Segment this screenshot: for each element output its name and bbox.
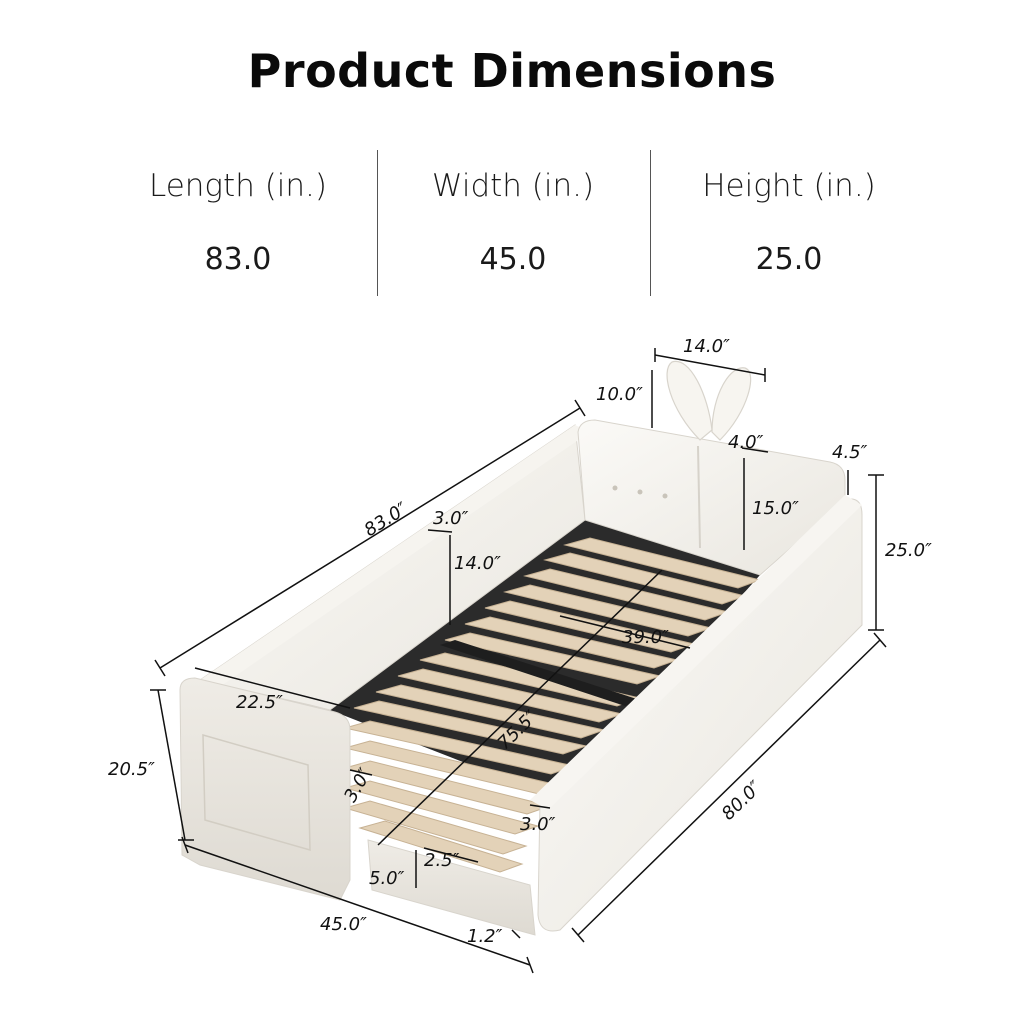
dim-arm-thickness: 4.5″ [832,442,868,463]
spec-height-value: 25.0 [755,242,823,277]
dim-leg-height: 5.0″ [369,868,405,889]
storage-pocket [202,733,311,852]
dim-ears-height: 10.0″ [596,384,643,405]
dim-overall-length: 83.0″ [361,498,412,541]
slats [343,537,762,873]
spec-height-label: Height (in.) [702,168,876,204]
dim-headboard-height: 15.0″ [752,498,799,519]
spec-divider [377,150,378,296]
dim-inner-length: 80.0″ [718,777,766,825]
dim-side-thickness: 3.0″ [433,508,469,529]
dim-side-panel-thickness: 3.0″ [520,814,556,835]
dim-front-arm-depth: 22.5″ [236,692,283,713]
dim-front-height: 20.5″ [108,759,155,780]
front-side-top [530,495,862,810]
front-base [367,839,536,936]
dim-overall-width: 45.0″ [320,914,367,935]
dim-slat-width: 39.0″ [622,627,669,648]
spec-width: Width (in.) 45.0 [378,168,648,277]
spec-length: Length (in.) 83.0 [103,168,373,277]
spec-width-label: Width (in.) [431,168,595,204]
dim-headboard-gap: 4.0″ [728,432,764,453]
spec-height: Height (in.) 25.0 [654,168,924,277]
spec-divider [650,150,651,296]
dim-rail-height: 14.0″ [454,553,501,574]
page-title: Product Dimensions [247,44,777,98]
spec-length-value: 83.0 [204,242,272,277]
spec-length-label: Length (in.) [148,168,327,204]
dim-ears-width: 14.0″ [683,336,730,357]
front-arm [179,677,351,901]
center-rail [440,640,640,706]
back-side-top [200,425,590,690]
dim-leg-gap: 1.2″ [467,926,503,947]
bunny-ears [666,360,752,441]
spec-width-value: 45.0 [479,242,547,277]
dim-leg-width: 2.5″ [424,850,460,871]
dim-overall-height: 25.0″ [885,540,932,561]
front-side-panel [537,498,863,932]
headboard [577,419,846,576]
